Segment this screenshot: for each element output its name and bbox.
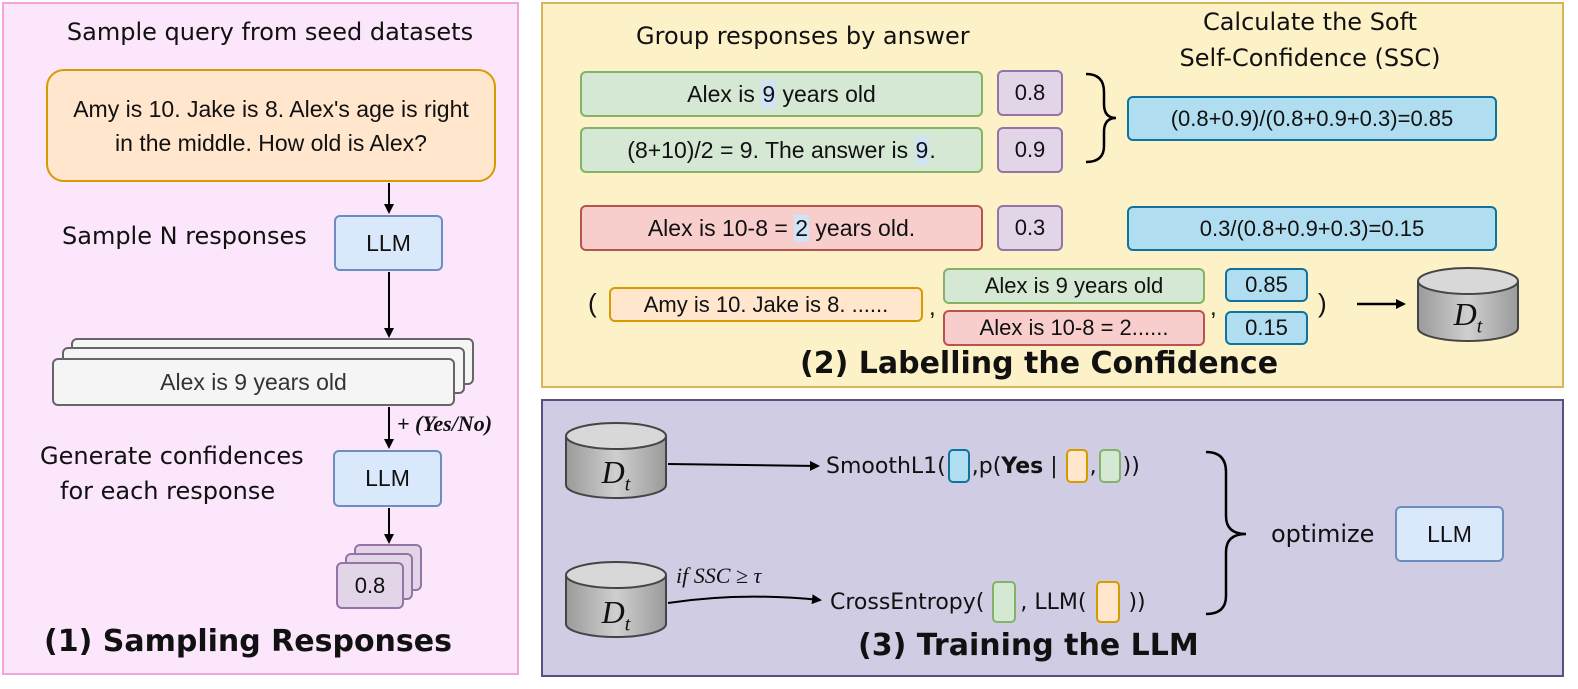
- grouped-response-1-answer: 9: [761, 80, 777, 108]
- smoothl1-blue-slot: [947, 449, 970, 483]
- grouped-response-2-post: .: [929, 136, 936, 163]
- smoothl1-bar: |: [1043, 453, 1058, 479]
- arrow-dataset-to-smoothl1: [667, 460, 820, 471]
- grouped-response-2-pre: (8+10)/2 = 9. The answer is: [627, 136, 915, 163]
- smoothl1-yes: Yes: [1001, 453, 1044, 479]
- response-box: Alex is 9 years old: [52, 358, 455, 406]
- panel1-title: (1) Sampling Responses: [44, 624, 452, 659]
- grouped-response-1-pre: Alex is: [687, 80, 762, 107]
- panel2-title: (2) Labelling the Confidence: [800, 346, 1279, 381]
- tuple-response-2-text: Alex is 10-8 = 2......: [979, 315, 1169, 340]
- caption-sample-n: Sample N responses: [62, 222, 307, 250]
- tuple-response-1: Alex is 9 years old: [943, 268, 1205, 304]
- tuple-response-1-text: Alex is 9 years old: [984, 273, 1164, 298]
- ssc-formula-2: 0.3/(0.8+0.9+0.3)=0.15: [1127, 206, 1497, 251]
- dataset-cylinder-panel3-top: [565, 422, 667, 499]
- smoothl1-mid: ,p(: [971, 453, 1002, 479]
- smoothl1-expression: SmoothL1( ,p( Yes | , )): [826, 449, 1140, 483]
- grouped-confidence-3: 0.3: [997, 205, 1063, 251]
- grouped-confidence-3-value: 0.3: [1014, 215, 1046, 240]
- smoothl1-comma: ,: [1089, 453, 1097, 479]
- ssc-condition: if SSC ≥ τ: [676, 563, 762, 588]
- tuple-close-paren: ): [1318, 288, 1327, 318]
- llm-label-1: LLM: [366, 229, 411, 256]
- dataset-d-front: D: [1453, 296, 1477, 332]
- llm-box-2: LLM: [333, 450, 442, 507]
- caption-group-responses: Group responses by answer: [636, 22, 970, 50]
- dataset-t-front: t: [1476, 315, 1483, 338]
- dataset-t-top-front: t: [624, 473, 631, 496]
- query-box: Amy is 10. Jake is 8. Alex's age is righ…: [46, 69, 496, 182]
- caption-sample-query: Sample query from seed datasets: [66, 18, 474, 46]
- dataset-label-panel3-bottom-front: Dt: [566, 594, 666, 636]
- tuple-query: Amy is 10. Jake is 8. ......: [609, 287, 923, 322]
- optimize-brace: [1205, 450, 1247, 616]
- grouped-response-3-post: years old.: [809, 214, 916, 241]
- grouped-response-1: Alex is 9 years old: [580, 71, 983, 117]
- grouped-confidence-2: 0.9: [997, 127, 1063, 173]
- ssc-formula-1: (0.8+0.9)/(0.8+0.9+0.3)=0.85: [1127, 96, 1497, 141]
- tuple-ssc-2-text: 0.15: [1245, 315, 1288, 340]
- optimize-label: optimize: [1271, 520, 1375, 548]
- grouped-response-2: (8+10)/2 = 9. The answer is 9.: [580, 127, 983, 173]
- grouped-response-3-answer: 2: [794, 214, 810, 242]
- dataset-label-panel3-top-front: Dt: [566, 454, 666, 496]
- group-brace: [1085, 72, 1117, 164]
- response-text: Alex is 9 years old: [160, 368, 347, 395]
- confidence-value: 0.8: [354, 572, 386, 598]
- tuple-ssc-1: 0.85: [1225, 268, 1308, 302]
- tuple-query-text: Amy is 10. Jake is 8. ......: [643, 291, 889, 317]
- llm-box-1: LLM: [334, 215, 443, 271]
- tuple-open-paren: (: [588, 288, 597, 318]
- caption-generate-2: for each response: [60, 477, 276, 505]
- tuple-comma-2: ,: [1210, 294, 1217, 321]
- tuple-ssc-1-text: 0.85: [1245, 272, 1288, 297]
- tuple-comma-1: ,: [929, 294, 936, 321]
- ssc-formula-1-text: (0.8+0.9)/(0.8+0.9+0.3)=0.85: [1170, 105, 1454, 131]
- grouped-response-2-answer: 9: [914, 136, 930, 164]
- grouped-confidence-1: 0.8: [997, 70, 1063, 116]
- ce-orange-slot: [1096, 581, 1121, 623]
- smoothl1-orange-slot: [1065, 449, 1088, 483]
- ce-green-slot: [992, 581, 1017, 623]
- llm-box-3: LLM: [1395, 506, 1504, 562]
- dataset-d-top-front: D: [601, 454, 625, 490]
- ce-close: )): [1128, 589, 1146, 615]
- grouped-response-3: Alex is 10-8 = 2 years old.: [580, 205, 983, 251]
- ce-mid: , LLM(: [1020, 589, 1087, 615]
- smoothl1-close: )): [1122, 453, 1140, 479]
- smoothl1-green-slot: [1098, 449, 1121, 483]
- grouped-confidence-1-value: 0.8: [1014, 80, 1046, 105]
- caption-ssc-1: Calculate the Soft: [1202, 8, 1418, 36]
- crossentropy-expression: CrossEntropy( , LLM( )): [830, 581, 1146, 623]
- grouped-confidence-2-value: 0.9: [1014, 137, 1046, 162]
- yes-no-label: + (Yes/No): [397, 411, 493, 436]
- dataset-t-bottom-front: t: [624, 613, 631, 636]
- tuple-response-2: Alex is 10-8 = 2......: [943, 310, 1205, 346]
- arrow-dataset-to-crossentropy: [667, 594, 822, 605]
- llm-label-3: LLM: [1427, 520, 1472, 547]
- query-text: Amy is 10. Jake is 8. Alex's age is righ…: [73, 95, 469, 156]
- panel-training-llm: [541, 399, 1564, 677]
- llm-label-2: LLM: [365, 465, 410, 491]
- dataset-cylinder-panel3-bottom: [565, 561, 667, 638]
- ce-prefix: CrossEntropy(: [830, 589, 985, 615]
- confidence-box: 0.8: [336, 562, 404, 609]
- grouped-response-1-post: years old: [776, 80, 876, 107]
- dataset-label-panel2-front: Dt: [1418, 296, 1518, 338]
- dataset-d-bottom-front: D: [601, 594, 625, 630]
- smoothl1-prefix: SmoothL1(: [826, 453, 946, 479]
- ssc-formula-2-text: 0.3/(0.8+0.9+0.3)=0.15: [1199, 215, 1425, 241]
- dataset-cylinder-panel2: [1417, 267, 1519, 342]
- caption-generate-1: Generate confidences: [40, 442, 304, 470]
- grouped-response-3-pre: Alex is 10-8 =: [647, 214, 795, 241]
- tuple-ssc-2: 0.15: [1225, 311, 1308, 345]
- caption-ssc-2: Self-Confidence (SSC): [1179, 44, 1441, 72]
- panel3-title: (3) Training the LLM: [858, 628, 1199, 663]
